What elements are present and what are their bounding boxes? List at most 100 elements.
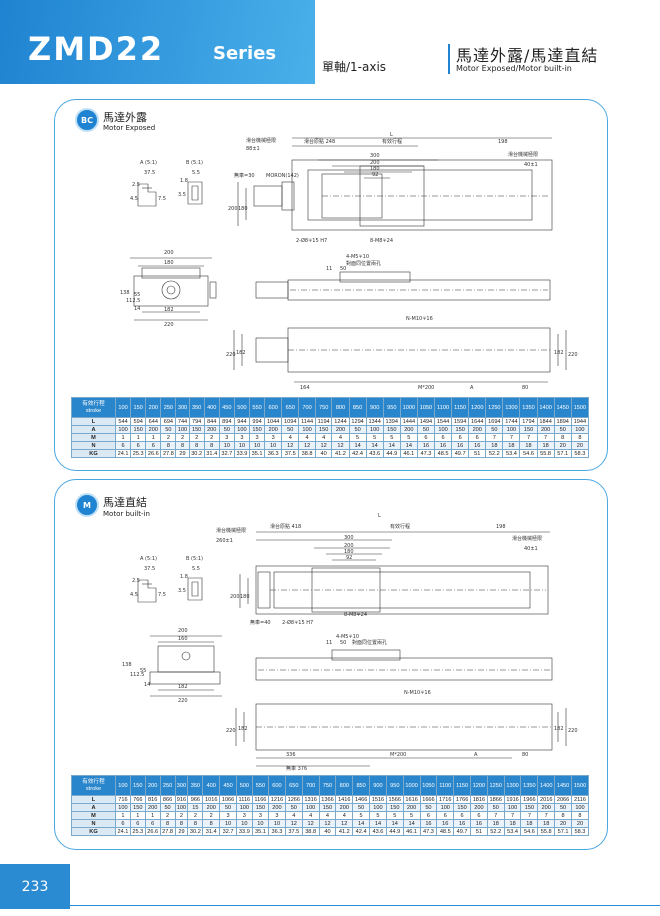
table-cell: 7 xyxy=(503,811,522,820)
table-cell: 1 xyxy=(129,811,146,820)
slide-mech-value: 260±1 xyxy=(216,538,233,544)
table-cell: 1 xyxy=(145,433,162,442)
table-cell: 10 xyxy=(251,819,270,828)
table-cell: 4 xyxy=(301,811,320,820)
dim-s138: 138 xyxy=(122,662,132,668)
table-cell: 1244 xyxy=(331,417,350,426)
table-cell: 100 xyxy=(301,803,320,812)
bolt-spec: 8-M8∓24 xyxy=(344,612,367,618)
stroke-value: 250 xyxy=(160,397,177,418)
stroke-value: 150 xyxy=(130,397,147,418)
table-cell: 26.6 xyxy=(145,449,162,458)
table-cell: 1716 xyxy=(436,795,455,804)
stroke-value: 1150 xyxy=(453,775,471,796)
stroke-value: 550 xyxy=(251,775,270,796)
dim-s180: 180 xyxy=(164,260,174,266)
table-cell: 100 xyxy=(433,425,453,434)
dim-7-5: 7.5 xyxy=(158,592,166,598)
table-cell: 2 xyxy=(159,811,176,820)
stroke-value: 500 xyxy=(233,397,251,418)
dim-b220-right: 220 xyxy=(568,728,578,734)
table-cell: 18 xyxy=(537,819,556,828)
table-cell: 8 xyxy=(159,819,176,828)
table-cell: 1294 xyxy=(348,417,367,426)
row-label: M xyxy=(71,811,116,820)
table-cell: 41.2 xyxy=(335,827,354,836)
table-cell: 6 xyxy=(470,811,488,820)
table-cell: 12 xyxy=(318,819,337,828)
table-cell: 200 xyxy=(468,425,487,434)
stroke-value: 300 xyxy=(175,397,190,418)
stroke-value: 1050 xyxy=(416,397,436,418)
table-cell: 1794 xyxy=(519,417,538,426)
table-cell: 4 xyxy=(298,433,316,442)
table-cell: 150 xyxy=(453,803,471,812)
table-cell: 24.1 xyxy=(114,449,132,458)
table-cell: 20 xyxy=(553,441,572,450)
table-cell: 57.1 xyxy=(553,449,572,458)
table-cell: 47.3 xyxy=(419,827,438,836)
dim-b220-right: 220 xyxy=(568,352,578,358)
table-cell: 18 xyxy=(485,441,504,450)
table-cell: 200 xyxy=(331,425,350,434)
m5-desc: 對面同位置兩孔 xyxy=(346,260,381,267)
dim-1-8: 1.8 xyxy=(180,574,188,580)
table-cell: 10 xyxy=(268,819,286,828)
table-cell: 100 xyxy=(436,803,455,812)
table-cell: 1816 xyxy=(470,795,488,804)
table-cell: 31.4 xyxy=(202,827,221,836)
table-cell: 1544 xyxy=(433,417,453,426)
table-cell: 8 xyxy=(175,441,190,450)
table-cell: 18 xyxy=(519,441,538,450)
stroke-value: 450 xyxy=(219,775,237,796)
dim-m200: M*200 xyxy=(418,385,434,391)
table-cell: 16 xyxy=(453,819,471,828)
dim-b182: 182 xyxy=(238,726,248,732)
m5-spec: 4-M5∓10 xyxy=(336,634,359,640)
page-number: 233 xyxy=(0,864,70,909)
dim-h180: 180 xyxy=(238,206,248,212)
technical-drawing-exposed: A (5:1) B (5:1) 37.5 5.5 2.5 1.8 4.5 7.5… xyxy=(120,132,578,391)
table-cell: 3 xyxy=(235,811,253,820)
table-cell: 5 xyxy=(352,811,371,820)
stroke-value: 1300 xyxy=(502,397,521,418)
stroke-value: 1400 xyxy=(536,397,555,418)
title-divider xyxy=(448,44,450,74)
table-cell: 29 xyxy=(175,449,190,458)
table-cell: 150 xyxy=(249,425,266,434)
table-cell: 14 xyxy=(348,441,367,450)
table-cell: 12 xyxy=(314,441,333,450)
table-cell: 1494 xyxy=(416,417,436,426)
table-cell: 5 xyxy=(348,433,367,442)
table-cell: 37.5 xyxy=(284,827,303,836)
dim-b220: 220 xyxy=(226,728,236,734)
stroke-value: 850 xyxy=(348,397,367,418)
table-cell: 50 xyxy=(554,803,572,812)
table-cell: 5 xyxy=(382,433,401,442)
dim-s112-5: 112.5 xyxy=(126,298,140,304)
table-cell: 57.1 xyxy=(554,827,572,836)
dim-s55: 55 xyxy=(140,668,146,674)
table-cell: 12 xyxy=(301,819,320,828)
table-cell: 30.2 xyxy=(187,827,204,836)
dim-4-5: 4.5 xyxy=(130,592,138,598)
table-cell: 1466 xyxy=(352,795,371,804)
table-cell: 150 xyxy=(520,803,539,812)
header-banner: ZMD22 Series xyxy=(0,0,315,84)
end-mech-value: 40±1 xyxy=(524,546,538,552)
dim-s138: 138 xyxy=(120,290,130,296)
section-title-zh: 馬達直結 xyxy=(103,496,147,509)
dim-L: L xyxy=(378,513,381,519)
row-label: A xyxy=(71,803,116,812)
table-cell: 14 xyxy=(382,441,401,450)
stroke-value: 350 xyxy=(187,775,204,796)
row-label: KG xyxy=(71,827,116,836)
dowel-spec: 2-Ø8∓15 H7 xyxy=(282,619,313,626)
row-label: N xyxy=(71,441,116,450)
stroke-value: 250 xyxy=(159,775,176,796)
stroke-value: 750 xyxy=(318,775,337,796)
stroke-value: 750 xyxy=(314,397,333,418)
table-cell: 200 xyxy=(536,425,555,434)
table-cell: 100 xyxy=(570,803,590,812)
